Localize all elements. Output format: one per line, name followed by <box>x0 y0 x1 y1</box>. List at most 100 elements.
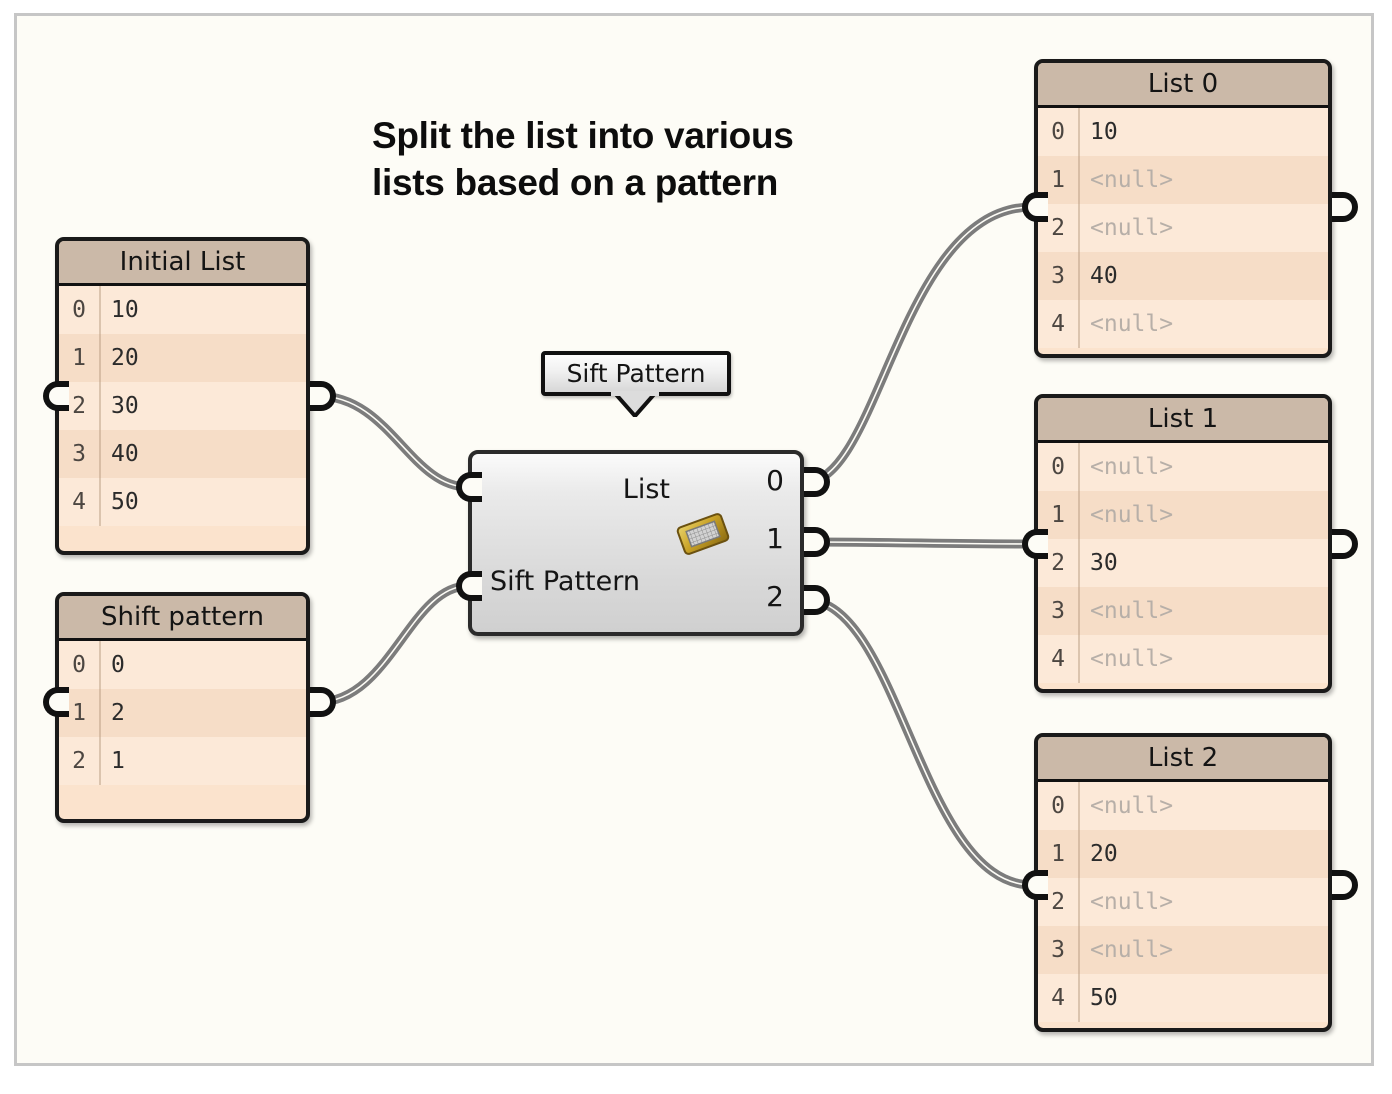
list-item: 0 0 <box>59 641 306 689</box>
row-index: 3 <box>1051 598 1065 624</box>
list-item: 1 <null> <box>1038 491 1328 539</box>
list-item: 1 20 <box>59 334 306 382</box>
row-index: 0 <box>72 297 86 323</box>
row-index: 0 <box>1051 119 1065 145</box>
port-list-0-input[interactable] <box>1022 192 1048 222</box>
output-port-label-2: 2 <box>766 580 784 613</box>
row-value: 30 <box>1090 550 1118 576</box>
row-index: 1 <box>72 345 86 371</box>
list-item: 2 30 <box>1038 539 1328 587</box>
row-value: 30 <box>111 393 139 419</box>
row-index: 4 <box>1051 646 1065 672</box>
row-value: <null> <box>1090 502 1174 528</box>
port-list-1-output[interactable] <box>1332 529 1358 559</box>
row-value: <null> <box>1090 646 1174 672</box>
row-value: <null> <box>1090 311 1174 337</box>
list-item: 4 <null> <box>1038 300 1328 348</box>
list-item: 0 <null> <box>1038 443 1328 491</box>
list-item: 0 10 <box>59 286 306 334</box>
node-title-list-1: List 1 <box>1038 398 1328 443</box>
row-value: <null> <box>1090 454 1174 480</box>
list-item: 3 <null> <box>1038 587 1328 635</box>
node-body-list-1: 0 <null> 1 <null> 2 30 3 <null> 4 <null> <box>1038 443 1328 683</box>
list-item: 3 40 <box>59 430 306 478</box>
row-index: 1 <box>72 700 86 726</box>
list-item: 4 <null> <box>1038 635 1328 683</box>
port-list-2-output[interactable] <box>1332 870 1358 900</box>
output-port-label-0: 0 <box>766 464 784 497</box>
row-value: <null> <box>1090 889 1174 915</box>
tooltip-sift-pattern: Sift Pattern <box>541 351 731 396</box>
row-value: 2 <box>111 700 125 726</box>
row-index: 3 <box>72 441 86 467</box>
port-initial-list-output[interactable] <box>310 381 336 411</box>
row-index: 1 <box>1051 167 1065 193</box>
port-initial-list-input[interactable] <box>43 381 69 411</box>
node-body-shift-pattern: 0 0 1 2 2 1 <box>59 641 306 785</box>
title-line-1: Split the list into various <box>372 115 794 156</box>
row-index: 3 <box>1051 263 1065 289</box>
port-shift-pattern-input[interactable] <box>43 687 69 717</box>
row-index: 0 <box>1051 793 1065 819</box>
port-sift-input-list[interactable] <box>456 472 482 502</box>
row-value: 10 <box>1090 119 1118 145</box>
list-item: 3 40 <box>1038 252 1328 300</box>
input-port-label-sift-pattern: Sift Pattern <box>490 566 640 597</box>
row-index: 3 <box>1051 937 1065 963</box>
list-item: 3 <null> <box>1038 926 1328 974</box>
list-item: 1 20 <box>1038 830 1328 878</box>
row-value: <null> <box>1090 937 1174 963</box>
port-shift-pattern-output[interactable] <box>310 687 336 717</box>
list-item: 0 10 <box>1038 108 1328 156</box>
list-item: 4 50 <box>1038 974 1328 1022</box>
sift-pattern-icon <box>676 513 730 555</box>
row-value: <null> <box>1090 598 1174 624</box>
row-index: 4 <box>72 489 86 515</box>
row-value: 20 <box>1090 841 1118 867</box>
tooltip-label: Sift Pattern <box>566 359 706 388</box>
row-value: 50 <box>111 489 139 515</box>
row-value: 40 <box>1090 263 1118 289</box>
row-index: 2 <box>72 748 86 774</box>
row-value: 20 <box>111 345 139 371</box>
node-body-initial-list: 0 10 1 20 2 30 3 40 4 50 <box>59 286 306 526</box>
input-port-label-list: List <box>622 474 670 505</box>
list-item: 0 <null> <box>1038 782 1328 830</box>
row-value: <null> <box>1090 167 1174 193</box>
row-index: 4 <box>1051 311 1065 337</box>
node-list-2[interactable]: List 2 0 <null> 1 20 2 <null> 3 <null> 4… <box>1034 733 1332 1032</box>
row-value: <null> <box>1090 215 1174 241</box>
title-line-2: lists based on a pattern <box>372 162 779 204</box>
port-sift-output-2[interactable] <box>804 585 830 615</box>
node-title-initial-list: Initial List <box>59 241 306 286</box>
row-value: 10 <box>111 297 139 323</box>
list-item: 2 30 <box>59 382 306 430</box>
row-index: 4 <box>1051 985 1065 1011</box>
row-index: 0 <box>72 652 86 678</box>
list-item: 1 <null> <box>1038 156 1328 204</box>
port-sift-output-0[interactable] <box>804 467 830 497</box>
node-list-0[interactable]: List 0 0 10 1 <null> 2 <null> 3 40 4 <nu… <box>1034 59 1332 358</box>
row-index: 2 <box>1051 550 1065 576</box>
row-index: 2 <box>72 393 86 419</box>
node-sift-pattern-function[interactable]: List Sift Pattern 0 1 2 <box>468 450 804 636</box>
tooltip-tail <box>611 391 659 417</box>
node-shift-pattern[interactable]: Shift pattern 0 0 1 2 2 1 <box>55 592 310 823</box>
row-index: 2 <box>1051 889 1065 915</box>
node-initial-list[interactable]: Initial List 0 10 1 20 2 30 3 40 4 50 <box>55 237 310 555</box>
port-list-0-output[interactable] <box>1332 192 1358 222</box>
row-value: 50 <box>1090 985 1118 1011</box>
port-list-1-input[interactable] <box>1022 529 1048 559</box>
list-item: 1 2 <box>59 689 306 737</box>
port-sift-input-pattern[interactable] <box>456 571 482 601</box>
port-list-2-input[interactable] <box>1022 870 1048 900</box>
output-port-label-1: 1 <box>766 522 784 555</box>
row-value: 40 <box>111 441 139 467</box>
list-item: 4 50 <box>59 478 306 526</box>
port-sift-output-1[interactable] <box>804 527 830 557</box>
row-index: 1 <box>1051 502 1065 528</box>
list-item: 2 1 <box>59 737 306 785</box>
node-title-list-2: List 2 <box>1038 737 1328 782</box>
node-list-1[interactable]: List 1 0 <null> 1 <null> 2 30 3 <null> 4… <box>1034 394 1332 693</box>
row-index: 1 <box>1051 841 1065 867</box>
